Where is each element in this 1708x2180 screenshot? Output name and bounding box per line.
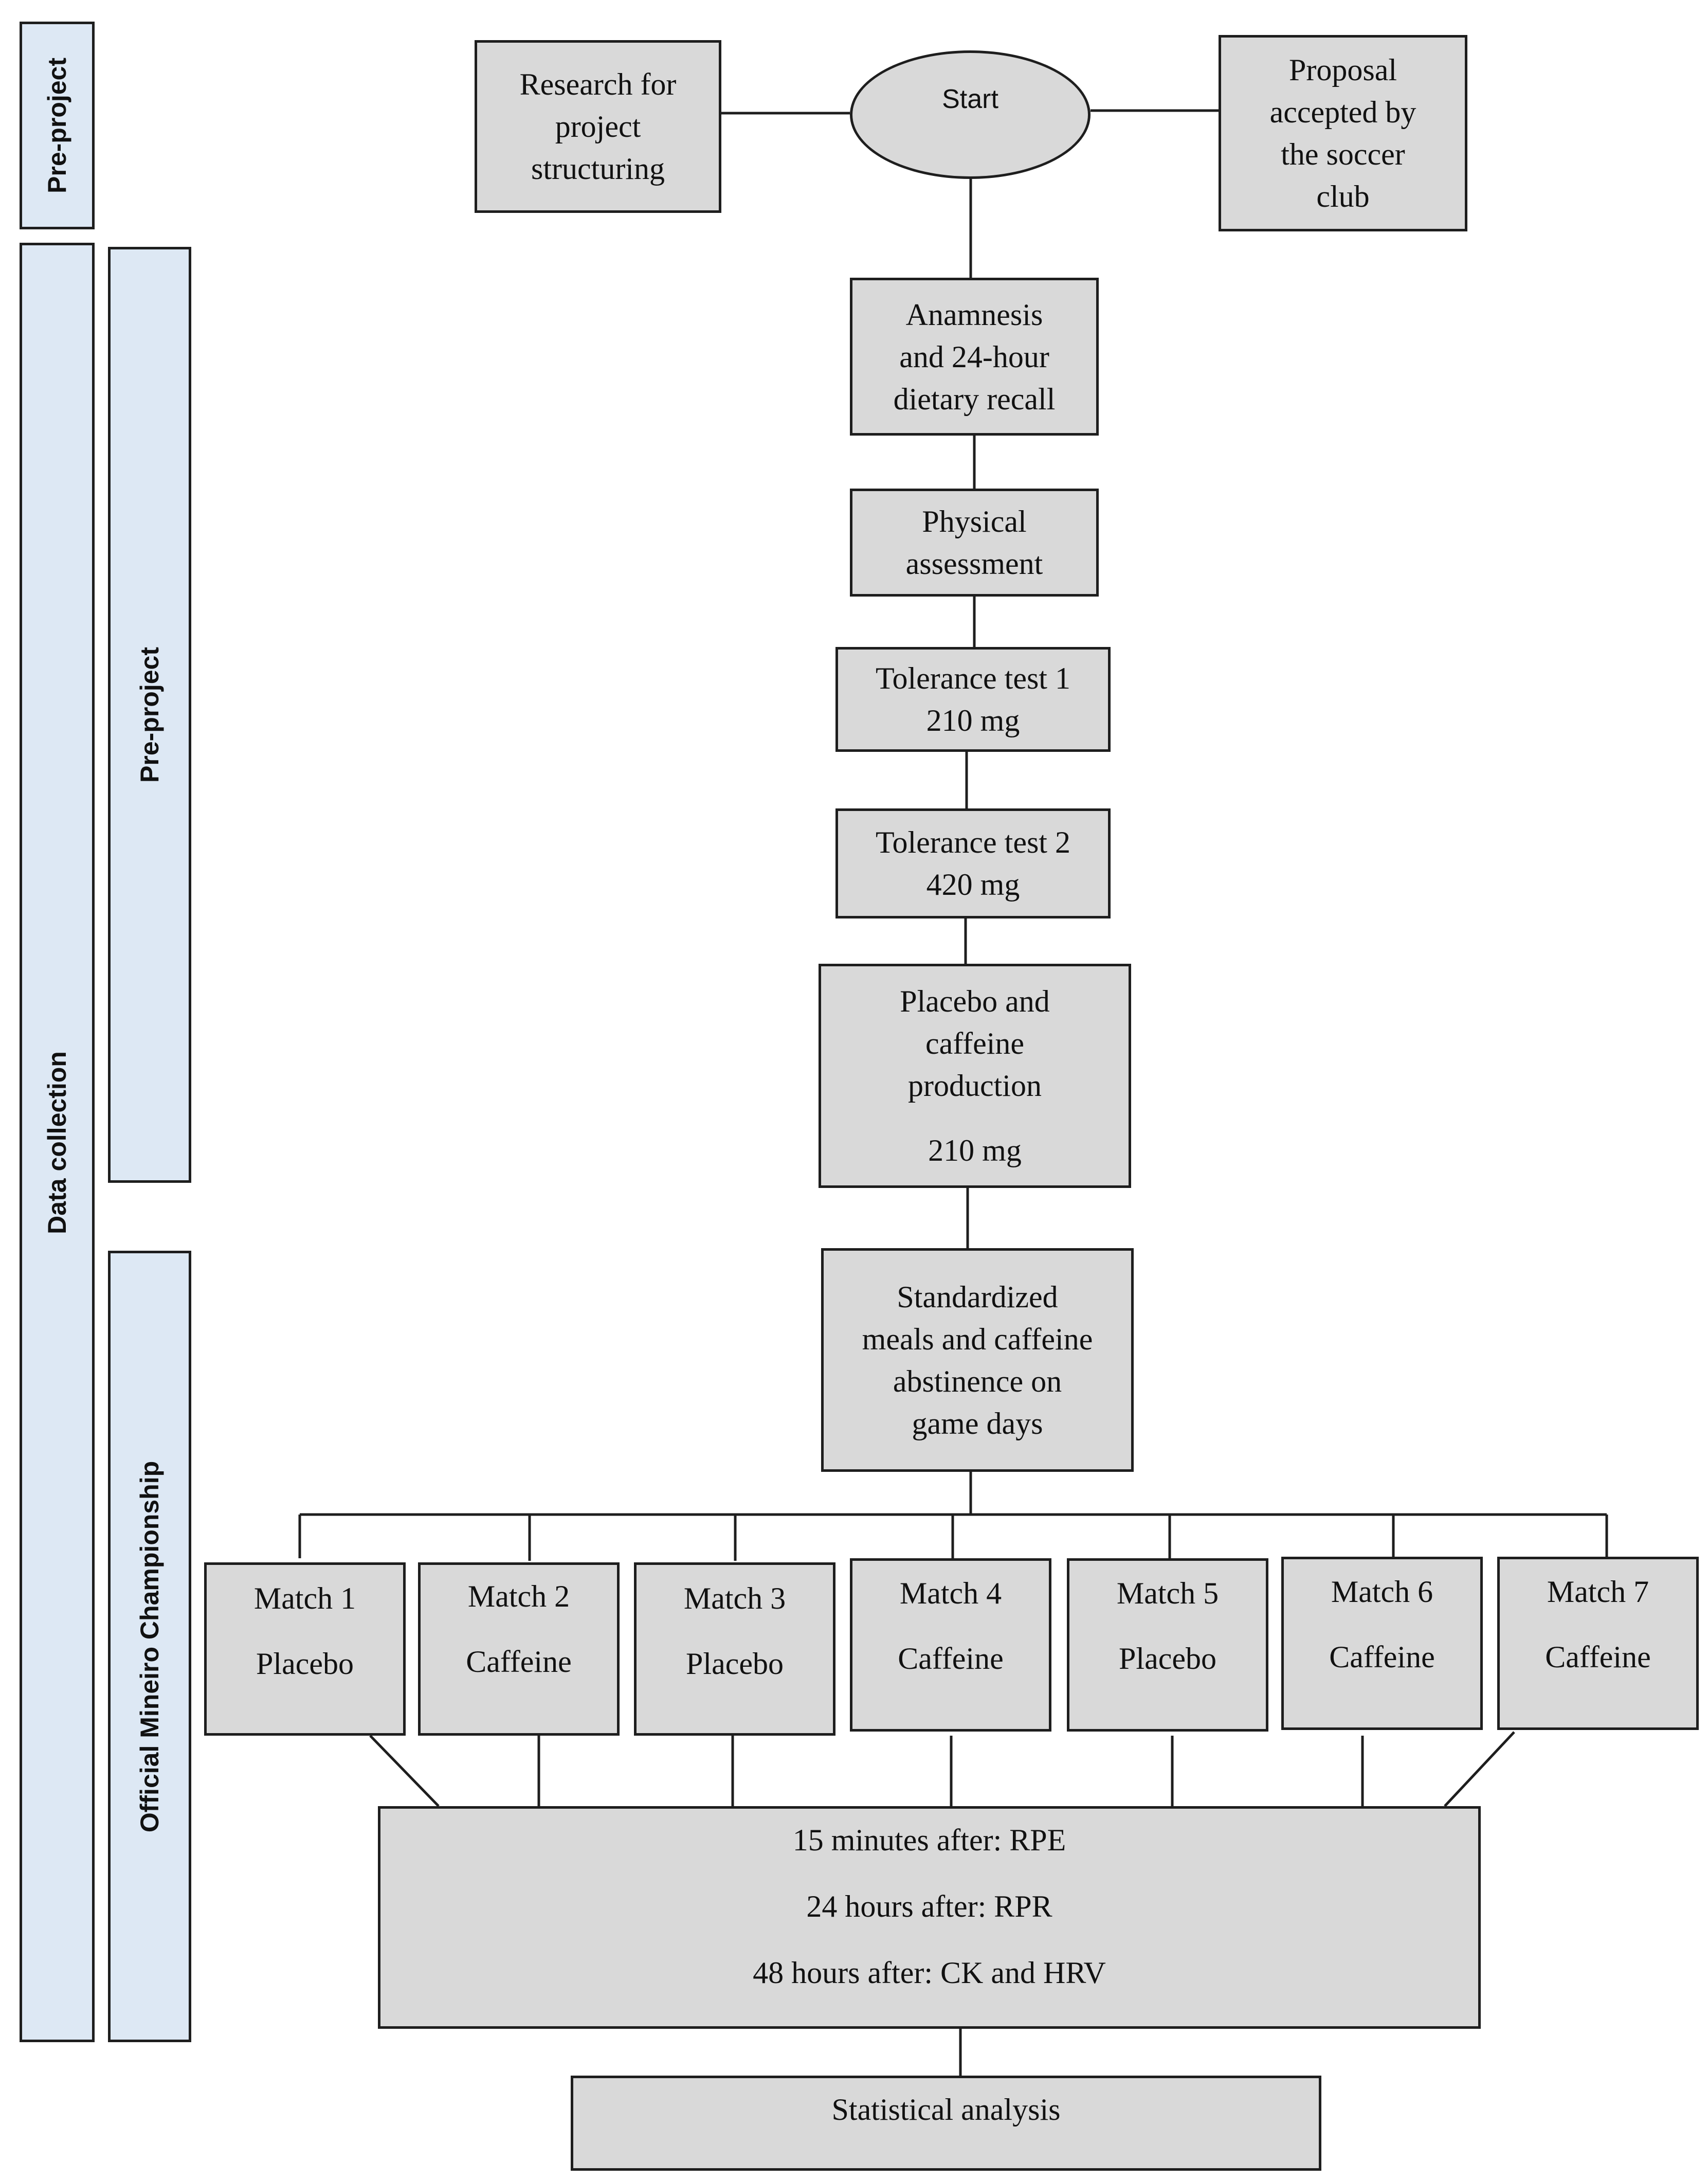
match-2-condition: Caffeine [466, 1645, 572, 1679]
analysis-label: Statistical analysis [831, 2093, 1061, 2127]
tolerance-test-2-box: Tolerance test 2 420 mg [835, 808, 1111, 918]
anamnesis-line-3: dietary recall [893, 382, 1056, 416]
research-line-2: project [555, 110, 641, 143]
research-line-3: structuring [531, 152, 665, 186]
proposal-box: Proposal accepted by the soccer club [1219, 35, 1467, 231]
match-2-box: Match 2 Caffeine [418, 1562, 620, 1736]
meals-line-4: game days [912, 1406, 1043, 1440]
link-match-1-outcomes [369, 1735, 440, 1807]
match-4-condition: Caffeine [898, 1642, 1004, 1675]
anamnesis-line-1: Anamnesis [905, 297, 1043, 332]
physical-box: Physical assessment [850, 489, 1099, 597]
phase-data-collection: Data collection [20, 243, 95, 2042]
outcome-15-minutes: 15 minutes after: RPE [792, 1823, 1066, 1857]
outcomes-box: 15 minutes after: RPE 24 hours after: RP… [378, 1806, 1481, 2029]
outcome-48-hours: 48 hours after: CK and HRV [753, 1956, 1106, 1990]
match-7-box: Match 7 Caffeine [1497, 1557, 1699, 1730]
match-3-box: Match 3 Placebo [634, 1562, 835, 1736]
match-5-condition: Placebo [1119, 1642, 1216, 1675]
proposal-line-2: accepted by [1269, 95, 1416, 129]
phase-pre-project-top: Pre-project [20, 22, 95, 229]
tolerance-test-1-title: Tolerance test 1 [876, 661, 1070, 695]
link-match-7-outcomes [1444, 1731, 1515, 1807]
research-box: Research for project structuring [475, 40, 721, 213]
phase-championship: Official Mineiro Championship [108, 1251, 191, 2042]
proposal-line-1: Proposal [1289, 53, 1397, 87]
tolerance-test-1-box: Tolerance test 1 210 mg [835, 647, 1111, 752]
match-6-box: Match 6 Caffeine [1281, 1557, 1483, 1730]
production-dose: 210 mg [928, 1133, 1022, 1167]
tolerance-test-1-dose: 210 mg [926, 704, 1020, 737]
match-7-condition: Caffeine [1545, 1640, 1651, 1674]
phase-pre-project-inner: Pre-project [108, 247, 191, 1183]
anamnesis-line-2: and 24-hour [899, 339, 1049, 374]
match-5-title: Match 5 [1116, 1576, 1219, 1610]
match-1-condition: Placebo [256, 1647, 354, 1681]
match-3-condition: Placebo [686, 1647, 784, 1681]
match-4-title: Match 4 [899, 1576, 1002, 1610]
tolerance-test-2-title: Tolerance test 2 [876, 825, 1070, 859]
match-4-box: Match 4 Caffeine [850, 1558, 1051, 1732]
meals-line-2: meals and caffeine [862, 1322, 1093, 1356]
match-6-condition: Caffeine [1329, 1640, 1435, 1674]
meals-box: Standardized meals and caffeine abstinen… [821, 1248, 1134, 1472]
production-line-2: caffeine [925, 1026, 1025, 1060]
anamnesis-box: Anamnesis and 24-hour dietary recall [850, 278, 1099, 436]
start-label: Start [942, 84, 998, 114]
production-line-3: production [908, 1069, 1042, 1103]
meals-line-3: abstinence on [893, 1364, 1062, 1398]
proposal-line-4: club [1316, 179, 1370, 213]
match-1-box: Match 1 Placebo [204, 1562, 406, 1736]
match-3-title: Match 3 [683, 1581, 786, 1615]
match-7-title: Match 7 [1547, 1575, 1649, 1609]
meals-line-1: Standardized [897, 1280, 1058, 1314]
analysis-box: Statistical analysis [571, 2076, 1321, 2171]
match-5-box: Match 5 Placebo [1067, 1558, 1268, 1732]
match-2-title: Match 2 [467, 1579, 570, 1613]
physical-line-2: assessment [905, 547, 1043, 581]
outcome-24-hours: 24 hours after: RPR [806, 1889, 1052, 1923]
research-line-1: Research for [519, 67, 677, 101]
production-box: Placebo and caffeine production 210 mg [819, 964, 1131, 1188]
start-node: Start [850, 50, 1091, 179]
match-6-title: Match 6 [1331, 1575, 1433, 1609]
tolerance-test-2-dose: 420 mg [926, 868, 1020, 902]
production-line-1: Placebo and [900, 984, 1050, 1018]
match-1-title: Match 1 [253, 1581, 356, 1615]
physical-line-1: Physical [922, 505, 1027, 538]
proposal-line-3: the soccer [1281, 137, 1405, 171]
